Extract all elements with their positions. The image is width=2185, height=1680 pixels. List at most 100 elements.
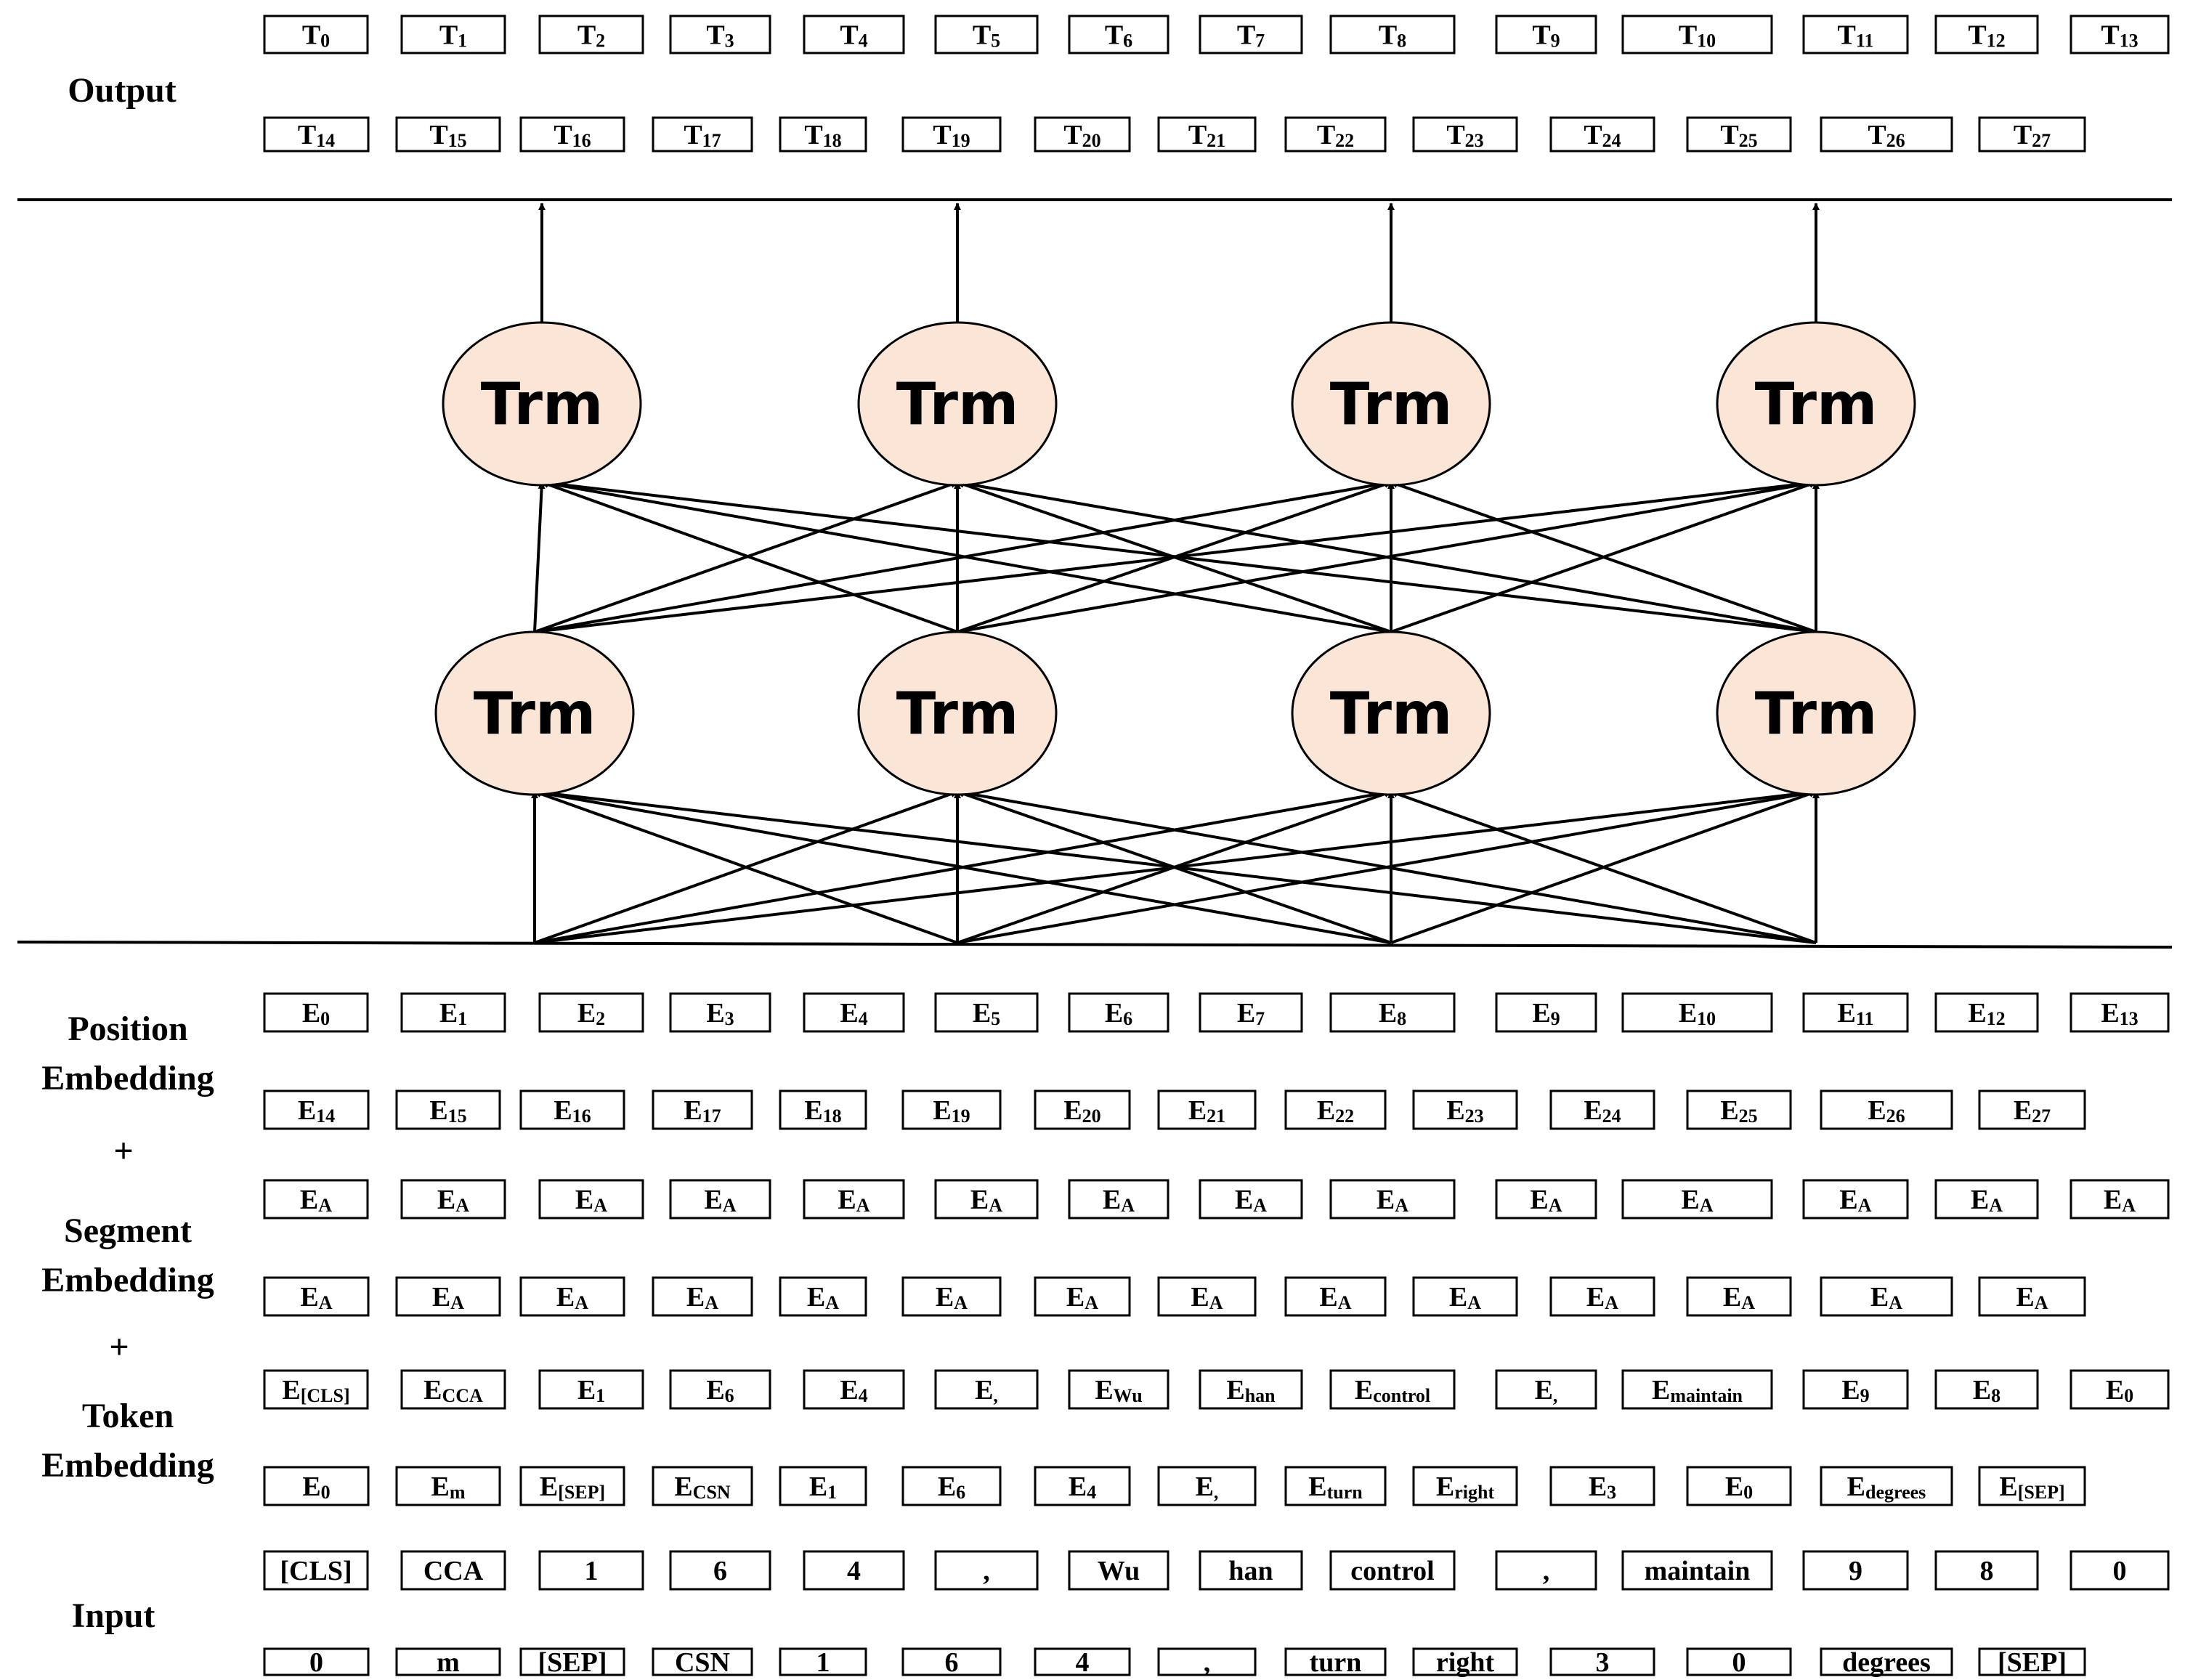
position-box-outline — [1978, 1089, 2086, 1130]
input-token-main: 6 — [713, 1556, 727, 1586]
input-to-lower-connection — [534, 789, 1392, 944]
output-token-text: T13 — [2101, 20, 2138, 52]
token-token-box: E1 — [779, 1466, 867, 1506]
input-token-box: 0 — [1686, 1647, 1792, 1678]
output-token-subscript: 10 — [1697, 31, 1716, 52]
output-box-outline — [1495, 15, 1597, 54]
input-token-box: control — [1329, 1550, 1456, 1591]
position-token-subscript: 18 — [823, 1105, 842, 1127]
token-token-subscript: 4 — [1087, 1482, 1096, 1503]
trm-label: Trm — [1755, 680, 1878, 747]
token-box-outline — [1284, 1466, 1387, 1506]
segment-token-box: EA — [803, 1179, 905, 1220]
output-token-subscript: 17 — [702, 130, 721, 151]
token-token-subscript: [SEP] — [2018, 1482, 2065, 1503]
token-token-main: E — [1725, 1472, 1743, 1502]
segment-token-text: EA — [1066, 1282, 1098, 1313]
position-token-main: E — [1379, 998, 1397, 1028]
token-box-outline — [1412, 1466, 1518, 1506]
output-token-text: T4 — [840, 20, 867, 52]
input-token-box: Wu — [1068, 1550, 1169, 1591]
segment-token-subscript: A — [825, 1292, 839, 1313]
position-token-main: E — [1446, 1095, 1464, 1126]
position-box-outline — [803, 992, 905, 1033]
position-token-text: E21 — [1188, 1095, 1225, 1127]
position-token-main: E — [1868, 1095, 1886, 1126]
plus-sign-2: + — [109, 1328, 129, 1366]
segment-box-outline — [1284, 1276, 1387, 1317]
position-token-box: E20 — [1034, 1089, 1131, 1130]
position-token-text: E23 — [1446, 1095, 1483, 1127]
segment-box-outline — [1412, 1276, 1518, 1317]
segment-box-outline — [1495, 1179, 1597, 1220]
position-token-subscript: 1 — [458, 1008, 467, 1029]
position-token-subscript: 0 — [320, 1008, 330, 1029]
position-box-outline — [1820, 1089, 1953, 1130]
position-token-text: E9 — [1532, 998, 1560, 1029]
token-token-text: E, — [1196, 1472, 1219, 1503]
token-token-subscript: right — [1454, 1482, 1494, 1503]
position-token-text: E16 — [554, 1095, 591, 1127]
input-box-outline — [1199, 1550, 1303, 1591]
output-token-box: T0 — [263, 15, 369, 54]
position-token-text: E11 — [1838, 998, 1874, 1029]
input-to-lower-connection — [534, 789, 1817, 944]
token-box-outline — [263, 1466, 370, 1506]
segment-token-main: E — [432, 1282, 450, 1312]
position-token-subscript: 22 — [1335, 1105, 1354, 1127]
segment-token-main: E — [1870, 1282, 1889, 1312]
token-token-box: Ehan — [1199, 1369, 1303, 1410]
segment-token-text: EA — [1971, 1185, 2003, 1216]
output-token-subscript: 4 — [859, 31, 868, 52]
token-token-text: E9 — [1841, 1375, 1869, 1406]
segment-box-outline — [1034, 1276, 1131, 1317]
output-token-box: T24 — [1549, 116, 1655, 153]
position-token-main: E — [1317, 1095, 1335, 1126]
token-token-main: E — [423, 1375, 442, 1405]
token-box-outline — [1068, 1369, 1169, 1410]
output-token-main: T — [1838, 20, 1856, 51]
segment-token-box: EA — [1802, 1179, 1909, 1220]
token-token-main: E — [840, 1375, 858, 1405]
output-token-subscript: 20 — [1082, 130, 1101, 151]
output-token-text: T15 — [429, 120, 466, 151]
position-box-outline — [400, 992, 506, 1033]
token-token-subscript: 6 — [725, 1385, 734, 1406]
token-token-text: E0 — [2106, 1375, 2133, 1406]
output-box-outline — [779, 116, 867, 153]
output-token-subscript: 3 — [725, 31, 734, 52]
segment-token-box: EA — [901, 1276, 1002, 1317]
segment-token-box: EA — [1978, 1276, 2086, 1317]
input-token-box: [CLS] — [263, 1550, 369, 1591]
segment-token-box: EA — [669, 1179, 771, 1220]
input-token-text: maintain — [1645, 1556, 1751, 1586]
position-token-box: E12 — [1934, 992, 2039, 1033]
output-token-main: T — [1584, 120, 1602, 150]
position-token-box: E4 — [803, 992, 905, 1033]
position-token-box: E26 — [1820, 1089, 1953, 1130]
token-token-main: E — [1095, 1375, 1113, 1405]
position-token-text: E27 — [2014, 1095, 2051, 1127]
segment-token-subscript: A — [1467, 1292, 1481, 1313]
input-box-outline — [263, 1550, 369, 1591]
lower-to-upper-connection — [957, 479, 1817, 633]
position-token-text: E3 — [706, 998, 734, 1029]
input-token-box: CCA — [400, 1550, 506, 1591]
position-box-outline — [1686, 1089, 1792, 1130]
segment-token-main: E — [2016, 1282, 2034, 1312]
position-token-main: E — [1237, 998, 1255, 1028]
token-token-text: E0 — [302, 1472, 330, 1503]
token-token-subscript: , — [1553, 1385, 1558, 1406]
position-box-outline — [901, 1089, 1002, 1130]
segment-token-subscript: A — [1858, 1195, 1872, 1216]
segment-token-subscript: A — [1085, 1292, 1098, 1313]
output-token-main: T — [2101, 20, 2119, 51]
token-box-outline — [1621, 1369, 1773, 1410]
position-token-main: E — [1838, 998, 1856, 1028]
position-box-outline — [1329, 992, 1456, 1033]
segment-token-box: EA — [779, 1276, 867, 1317]
position-token-subscript: 10 — [1697, 1008, 1716, 1029]
output-token-main: T — [2014, 120, 2032, 150]
segment-box-outline — [263, 1179, 369, 1220]
